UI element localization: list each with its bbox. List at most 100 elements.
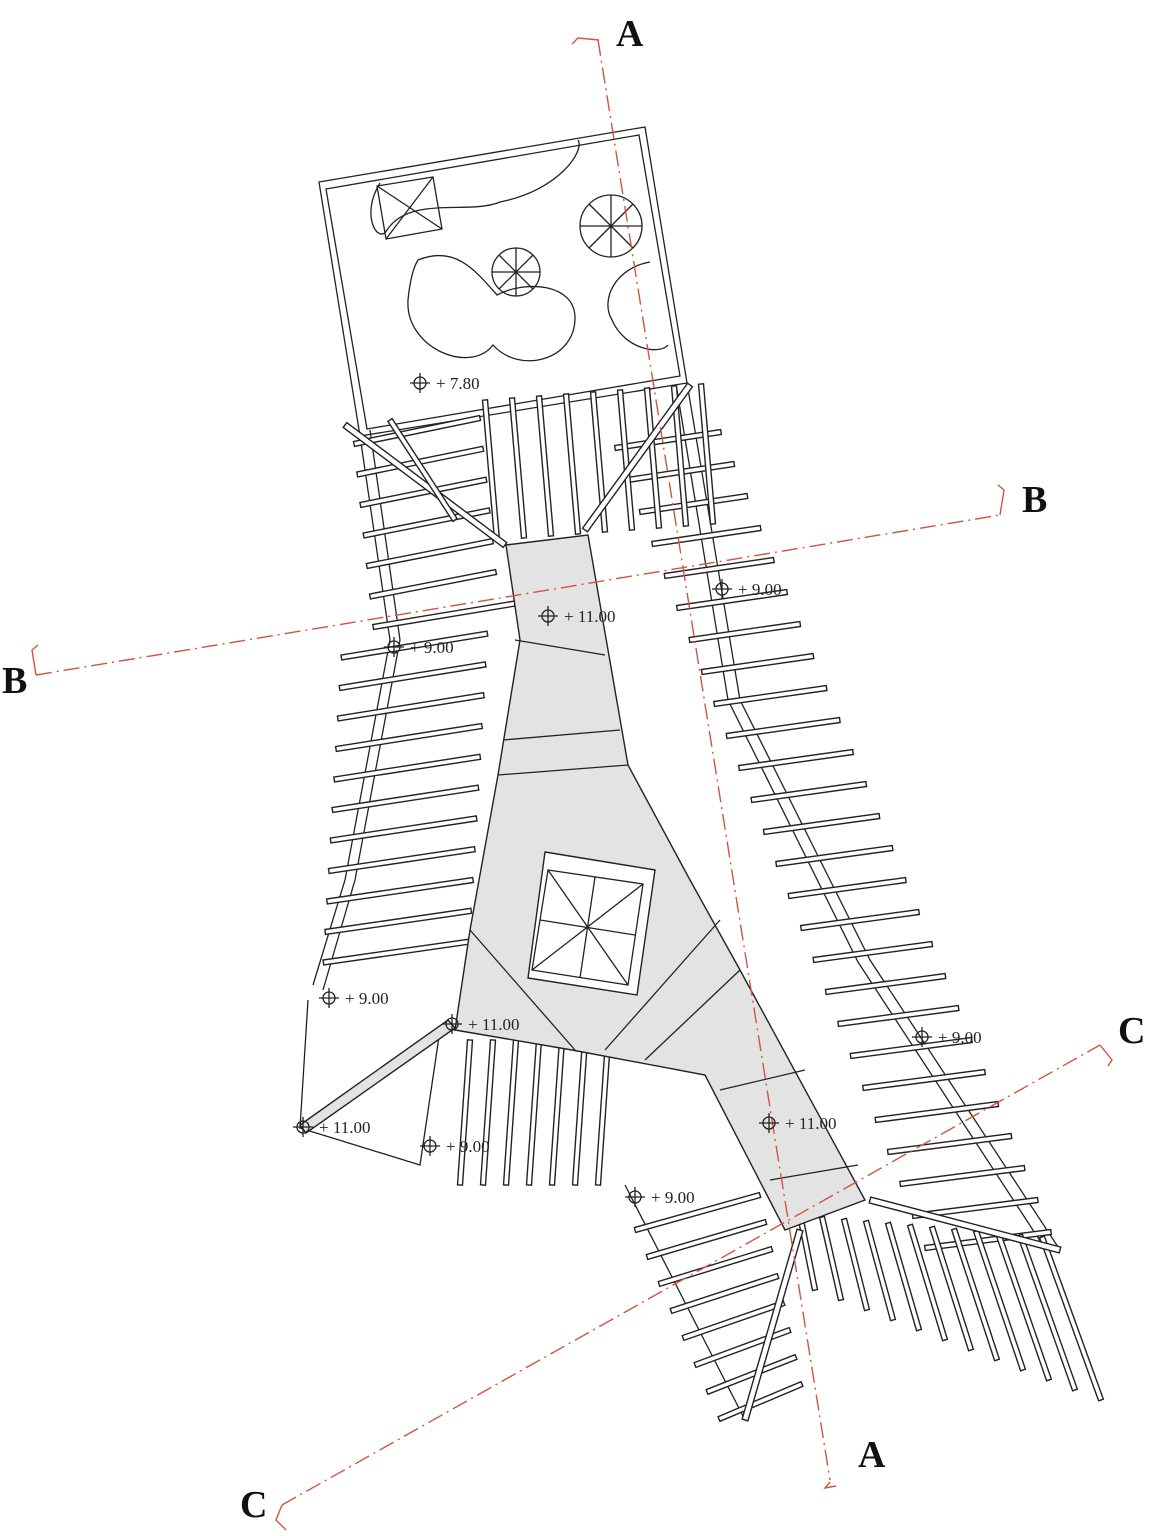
rafter-beam xyxy=(479,1039,497,1186)
rafter-beam xyxy=(334,722,484,753)
walkway-surface xyxy=(454,534,866,1231)
rafter-beam xyxy=(849,1036,973,1060)
garden-outline xyxy=(318,126,688,437)
level-label: + 9.00 xyxy=(446,1137,490,1156)
rafter-beam xyxy=(799,908,921,932)
section-line-B xyxy=(35,514,1001,676)
rafter-beam xyxy=(741,1228,804,1422)
section-arrow-B-right xyxy=(997,484,1005,516)
rafter-beam xyxy=(928,1225,975,1352)
rafter-beam xyxy=(669,1272,780,1315)
rafter-beam xyxy=(688,620,802,644)
rafter-beam xyxy=(670,385,690,527)
section-arrow-A-bottom xyxy=(823,1481,837,1490)
rafter-beam xyxy=(581,382,694,533)
section-line-A xyxy=(597,39,831,1481)
level-label: + 9.00 xyxy=(738,580,782,599)
rafter-beam xyxy=(972,1229,1027,1372)
rafter-beam xyxy=(456,1039,474,1186)
rafter-beam xyxy=(862,1219,897,1322)
round-tree-icon-small xyxy=(491,247,541,297)
level-label: + 11.00 xyxy=(564,607,615,626)
rafter-beam xyxy=(535,395,555,537)
section-arrow-C-left xyxy=(275,1504,287,1531)
section-arrow-C-right xyxy=(1099,1044,1113,1067)
rafter-beam xyxy=(700,652,815,676)
rafter-beam xyxy=(775,844,894,868)
garden-platform xyxy=(318,126,688,437)
rafter-beam xyxy=(594,1039,612,1186)
section-cuts xyxy=(31,37,1113,1531)
section-arrow-A-top xyxy=(571,37,600,45)
rafter-beam xyxy=(333,753,482,783)
rafter-beam xyxy=(840,1217,871,1312)
rafter-beam xyxy=(874,1100,1000,1124)
right-edge xyxy=(686,382,1061,1251)
walkway xyxy=(454,534,866,1231)
rafter-beam xyxy=(340,630,489,661)
rafter-beam xyxy=(861,1068,987,1092)
level-label: + 11.00 xyxy=(468,1015,519,1034)
section-label-B-right: B xyxy=(1022,479,1047,521)
planting-bed-curve xyxy=(370,139,580,235)
lower-left-plane xyxy=(299,999,457,1166)
garden-inner-outline xyxy=(325,134,681,430)
section-label-B-left: B xyxy=(2,660,27,702)
rafter-beam xyxy=(365,537,495,570)
rafter-beam xyxy=(525,1039,543,1186)
rafter-beam xyxy=(675,588,789,612)
ramp xyxy=(299,1019,457,1134)
left-edge-inner xyxy=(322,429,401,991)
rafter-beam xyxy=(884,1221,923,1332)
rafter-beam xyxy=(651,524,762,548)
rafter-beam xyxy=(705,1353,798,1396)
rafter-beam xyxy=(386,417,459,523)
rafter-beam xyxy=(725,716,841,740)
rafter-beam xyxy=(796,1213,819,1292)
level-marker: + 9.00 xyxy=(912,1027,982,1047)
rafter-beam xyxy=(886,1132,1013,1156)
rafter-beam xyxy=(368,568,498,600)
rafter-beam xyxy=(657,1245,774,1288)
rafter-beam xyxy=(613,428,723,452)
section-line-C xyxy=(281,1044,1101,1506)
level-label: + 9.00 xyxy=(938,1028,982,1047)
rafter-beam xyxy=(950,1227,1001,1362)
section-label-C-right: C xyxy=(1118,1010,1145,1052)
section-label-A-bottom: A xyxy=(858,1434,886,1476)
rafter-beam xyxy=(324,907,473,936)
rafter-beam xyxy=(645,1218,768,1261)
level-marker: + 11.00 xyxy=(293,1117,370,1137)
rafter-beam xyxy=(352,414,482,448)
level-label: + 11.00 xyxy=(319,1118,370,1137)
rafter-beam xyxy=(737,748,855,772)
level-label: + 9.00 xyxy=(410,638,454,657)
rafter-beam xyxy=(899,1164,1026,1188)
rafter-beam xyxy=(359,476,488,509)
rafter-beam xyxy=(322,938,471,966)
rafter-beam xyxy=(1016,1233,1079,1392)
section-label-A-top: A xyxy=(616,13,644,55)
rafter-beam xyxy=(327,845,476,875)
level-marker: + 11.00 xyxy=(759,1113,836,1133)
rafter-beam xyxy=(633,1191,762,1234)
rafter-beam xyxy=(562,393,582,535)
rafter-beam xyxy=(697,383,717,525)
rafter-beam xyxy=(750,780,868,804)
level-label: + 9.00 xyxy=(651,1188,695,1207)
side-planting-curve xyxy=(607,261,669,351)
square-tree-icon xyxy=(376,176,443,240)
rafter-beam xyxy=(818,1215,845,1302)
rafter-beam xyxy=(589,391,609,533)
rafter-beam xyxy=(663,556,775,580)
rafter-beam xyxy=(812,940,934,964)
rafter-beam xyxy=(911,1196,1039,1220)
rafter-beam xyxy=(837,1004,960,1028)
section-arrow-B-left xyxy=(31,644,39,676)
rafter-beam xyxy=(713,684,828,708)
level-marker: + 9.00 xyxy=(712,579,782,599)
rafter-beam xyxy=(325,876,475,905)
level-label: + 7.80 xyxy=(436,374,480,393)
level-marker: + 9.00 xyxy=(420,1136,490,1156)
